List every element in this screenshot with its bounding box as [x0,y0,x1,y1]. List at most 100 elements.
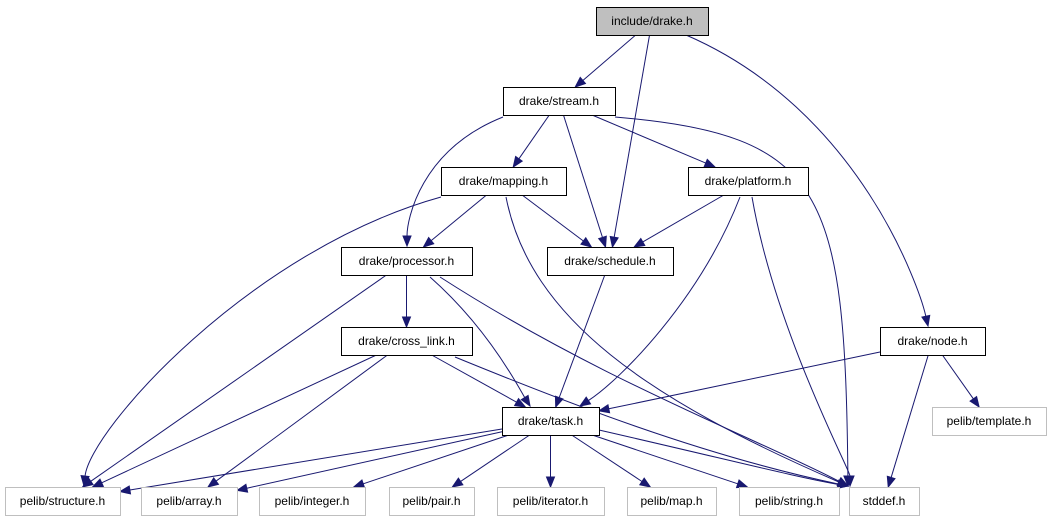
node-label: drake/task.h [518,414,583,428]
node-map-h: pelib/map.h [627,487,717,516]
edge-platform-h-to-schedule-h [632,194,725,248]
node-box [547,247,674,276]
edge-task-h-to-integer-h [352,434,509,489]
edge-arrowhead [597,404,611,414]
edge-node-h-to-stddef-h [886,354,929,489]
node-schedule-h[interactable]: drake/schedule.h [547,247,674,276]
edge-arrowhead [580,236,593,248]
node-iterator-h: pelib/iterator.h [497,487,605,516]
edge-arrowhead [845,475,855,488]
edge-arrowhead [81,477,94,488]
edge-arrowhead [836,479,850,489]
node-array-h: pelib/array.h [141,487,238,516]
node-label: pelib/array.h [156,494,221,508]
edge-task-h-to-iterator-h [545,435,556,489]
node-label: drake/processor.h [359,254,454,268]
edge-line [591,114,706,164]
edge-line [890,354,929,478]
edge-line [614,116,849,477]
node-label: drake/platform.h [705,174,792,188]
edge-line [215,354,388,482]
edge-line [431,354,517,403]
node-platform-h[interactable]: drake/platform.h [688,167,809,196]
node-label: pelib/pair.h [402,494,460,508]
node-box [849,487,920,516]
edge-arrowhead [969,395,980,409]
edge-line [588,196,741,401]
edge-cross-link-h-to-array-h [206,354,388,488]
edge-line [642,194,725,243]
edge-arrowhead [578,396,592,407]
node-label: stddef.h [863,494,906,508]
node-label: drake/stream.h [519,94,599,108]
node-box [627,487,717,516]
edge-line [101,354,377,484]
edge-arrowhead [921,314,931,328]
edge-stream-h-to-processor-h [402,116,504,248]
edge-arrowhead [886,475,896,489]
node-label: pelib/string.h [755,494,823,508]
edge-cross-link-h-to-structure-h [91,354,377,488]
node-box [5,487,121,516]
edge-arrowhead [512,155,524,169]
edge-arrowhead [703,158,717,168]
edge-arrowhead [638,477,652,488]
node-processor-h[interactable]: drake/processor.h [341,247,473,276]
node-node-h[interactable]: drake/node.h [880,327,986,356]
node-box [341,327,473,356]
node-mapping-h[interactable]: drake/mapping.h [441,167,567,196]
edge-processor-h-to-task-h [429,276,531,408]
node-structure-h: pelib/structure.h [5,487,121,516]
edge-line [429,276,526,398]
edge-arrowhead [597,235,607,249]
edge-node-h-to-task-h [597,351,881,414]
node-label: pelib/iterator.h [513,494,588,508]
node-integer-h: pelib/integer.h [259,487,366,516]
edge-node-h-to-template-h [941,354,980,409]
edge-arrowhead [735,479,749,489]
edge-arrowhead [206,476,220,488]
edge-line [505,196,840,483]
node-cross-link-h[interactable]: drake/cross_link.h [341,327,473,356]
node-label: drake/mapping.h [459,174,548,188]
node-drake-h[interactable]: include/drake.h [596,7,709,36]
node-box [596,7,709,36]
edge-line [613,34,651,238]
edge-arrowhead [451,477,464,488]
edge-line [571,434,643,482]
edge-arrowhead [401,316,412,329]
edge-line [518,114,550,160]
edge-arrowhead [402,235,412,248]
edge-arrowhead [352,479,366,489]
edge-arrowhead [118,485,132,495]
node-label: pelib/integer.h [275,494,350,508]
edge-line [582,34,637,81]
edge-processor-h-to-structure-h [81,274,387,488]
node-box [389,487,475,516]
edge-mapping-h-to-processor-h [422,194,487,248]
edge-line [460,434,530,482]
edge-line [430,194,487,242]
edge-mapping-h-to-stddef-h [505,196,850,487]
edge-drake-h-to-stream-h [574,34,637,88]
node-pair-h: pelib/pair.h [389,487,475,516]
edge-task-h-to-stddef-h [598,429,850,489]
edge-line [363,434,509,485]
node-stream-h[interactable]: drake/stream.h [503,87,616,116]
edge-line [246,431,503,489]
edge-cross-link-h-to-task-h [431,354,527,408]
edge-arrowhead [520,394,531,408]
edge-arrowhead [545,476,556,489]
node-box [739,487,840,516]
node-label: pelib/map.h [640,494,702,508]
node-task-h[interactable]: drake/task.h [502,407,600,436]
edge-line [592,434,738,485]
node-label: pelib/template.h [947,414,1032,428]
edge-arrowhead [609,235,619,249]
edge-line [129,428,503,491]
edge-stream-h-to-platform-h [591,114,717,168]
dependency-edges [80,34,980,495]
node-box [880,327,986,356]
edge-line [439,276,840,482]
